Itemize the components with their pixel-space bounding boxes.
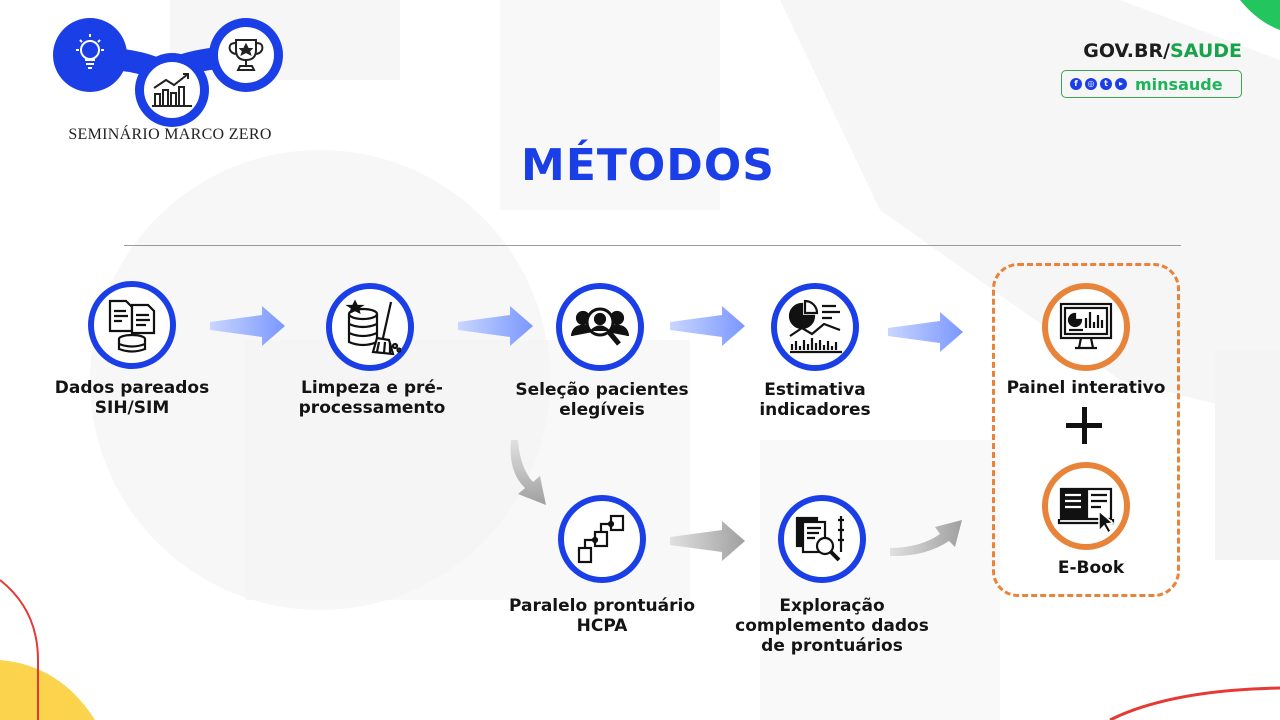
chart-analysis-icon (788, 299, 842, 354)
step-limpeza-label: Limpeza e pré- processamento (282, 378, 462, 418)
step-exploracao-line2: complemento dados (735, 616, 929, 636)
plus-sign (1066, 406, 1106, 446)
step-exploracao-line1: Exploração (779, 596, 885, 616)
gov-suffix: SAUDE (1170, 40, 1242, 62)
step-selecao-line2: elegíveis (559, 400, 645, 420)
arrow-3 (670, 306, 745, 346)
gov-br-saude-link[interactable]: GOV.BR/SAUDE (1060, 40, 1242, 62)
step-selecao-line1: Seleção pacientes (515, 380, 689, 400)
dashboard-monitor-icon (1059, 302, 1113, 350)
social-bar: f ◎ t ▸ minsaude (1061, 70, 1242, 98)
outputs-group-box (992, 263, 1180, 597)
step-estimativa-line2: indicadores (759, 400, 871, 420)
gov-prefix: GOV.BR/ (1083, 40, 1171, 62)
arrow-2 (458, 306, 533, 346)
step-limpeza-circle (326, 283, 414, 371)
arrow-5 (670, 521, 745, 561)
step-paralelo-line1: Paralelo prontuário (508, 596, 696, 616)
twitter-icon[interactable]: t (1100, 78, 1112, 90)
title-divider (124, 245, 1181, 246)
page-title: MÉTODOS (521, 140, 775, 191)
instagram-icon[interactable]: ◎ (1085, 78, 1097, 90)
output-painel-circle (1042, 283, 1130, 371)
arrow-up-curve (890, 520, 962, 557)
step-estimativa-circle (771, 283, 859, 371)
step-paralelo-circle (558, 495, 646, 583)
output-ebook-label: E-Book (1057, 558, 1125, 578)
social-handle: minsaude (1135, 74, 1223, 94)
step-exploracao-line3: de prontuários (761, 636, 903, 656)
step-dados-circle (88, 281, 176, 369)
step-paralelo-line2: HCPA (576, 616, 628, 636)
seminario-logo (53, 18, 283, 127)
logo-caption: SEMINÁRIO MARCO ZERO (68, 126, 272, 143)
step-dados-line1: Dados pareados (54, 378, 210, 398)
step-exploracao-circle (778, 495, 866, 583)
step-dados-line2: SIH/SIM (94, 398, 170, 418)
trophy-icon (228, 39, 264, 71)
document-magnifier-icon (795, 516, 844, 562)
youtube-icon[interactable]: ▸ (1115, 78, 1127, 90)
arrow-1 (210, 306, 285, 346)
database-broom-icon (345, 299, 401, 356)
step-estimativa-line1: Estimativa (764, 380, 866, 400)
arrow-4 (888, 312, 963, 352)
growth-chart-icon (152, 73, 192, 107)
step-selecao-circle (556, 283, 644, 371)
step-limpeza-line1: Limpeza e pré- (301, 378, 443, 398)
output-ebook-circle (1042, 462, 1130, 550)
facebook-icon[interactable]: f (1070, 78, 1082, 90)
lightbulb-icon (76, 34, 104, 69)
workflow-blocks-icon (577, 514, 625, 564)
step-selecao-label: Seleção pacientes elegíveis (512, 380, 692, 420)
user-search-icon (570, 307, 630, 346)
documents-database-icon (108, 299, 156, 353)
output-painel-label: Painel interativo (1006, 378, 1166, 398)
step-dados-label: Dados pareados SIH/SIM (42, 378, 222, 418)
arrow-down-curve (510, 440, 546, 505)
ebook-cursor-icon (1057, 487, 1115, 535)
step-estimativa-label: Estimativa indicadores (725, 380, 905, 420)
step-limpeza-line2: processamento (298, 398, 446, 418)
step-exploracao-label: Exploração complemento dados de prontuár… (722, 596, 942, 656)
step-paralelo-label: Paralelo prontuário HCPA (502, 596, 702, 636)
